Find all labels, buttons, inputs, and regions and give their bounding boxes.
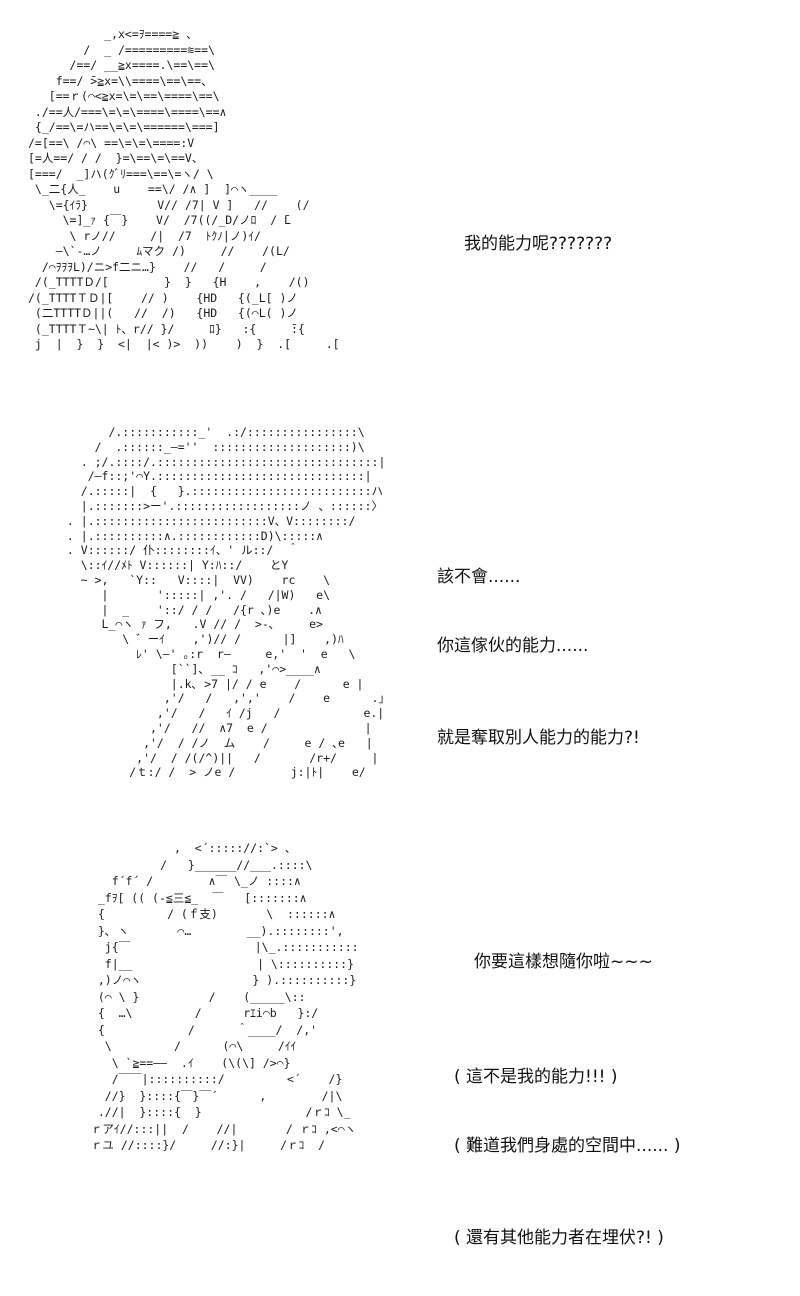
dialogue-line: ( 難道我們身處的空間中...... ) [454, 1136, 681, 1156]
dialogue-block-1: 我的能力呢??????? [464, 187, 612, 302]
dialogue-block-2: 該不會...... 你這傢伙的能力...... 就是奪取別人能力的能力?! [437, 520, 640, 796]
dialogue-line: 你這傢伙的能力...... [437, 636, 589, 656]
comic-page: _,x<=ｦ====≧ 、 / _ /=========≋==\ /==/ __… [28, 27, 681, 1248]
dialogue-line: 就是奪取別人能力的能力?! [437, 728, 640, 748]
dialogue-line: ( 這不是我的能力!!! ) [454, 1067, 618, 1087]
dialogue-line: ( 還有其他能力者在埋伏?! ) [454, 1228, 664, 1248]
ascii-art-panel-1: _,x<=ｦ====≧ 、 / _ /=========≋==\ /==/ __… [28, 27, 340, 351]
dialogue-block-3: 你要這樣想隨你啦~~~ ( 這不是我的能力!!! ) ( 難道我們身處的空間中.… [454, 905, 681, 1296]
ascii-art-panel-2: /.:::::::::::_' .:/::::::::::::::::\ / .… [66, 425, 386, 780]
dialogue-line: 你要這樣想隨你啦~~~ [474, 952, 653, 972]
dialogue-line: 該不會...... [437, 567, 521, 587]
ascii-art-panel-3: , <´::::://:`> 、 / }______//___.::::\ f´… [90, 841, 359, 1152]
dialogue-line: 我的能力呢??????? [464, 234, 613, 254]
